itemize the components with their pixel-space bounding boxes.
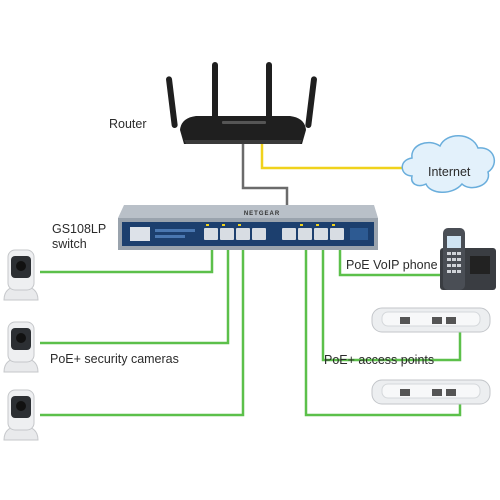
switch-label-type: switch <box>52 237 87 251</box>
cameras-label: PoE+ security cameras <box>50 352 179 366</box>
access-point-1 <box>371 307 491 333</box>
security-camera-3 <box>3 389 39 441</box>
router-label: Router <box>109 117 147 131</box>
switch-ports <box>204 228 344 240</box>
router <box>166 62 317 144</box>
switch-status-block <box>130 227 150 241</box>
ap-2-cable <box>304 232 462 417</box>
access-point-2 <box>371 379 491 405</box>
internet-label: Internet <box>428 165 471 179</box>
switch-brand: NETGEAR <box>244 211 280 217</box>
router-body <box>180 116 306 144</box>
internet-cable <box>260 140 410 170</box>
ap-1-cable <box>321 232 462 362</box>
access-points-label: PoE+ access points <box>324 353 435 367</box>
switch: NETGEAR <box>118 205 378 250</box>
router-antenna-3 <box>266 62 272 128</box>
router-antenna-1 <box>166 76 178 129</box>
switch-top <box>118 205 378 218</box>
voip-phone <box>440 228 496 290</box>
router-led-strip <box>222 121 266 124</box>
internet-cloud <box>401 135 496 193</box>
router-antenna-2 <box>212 62 218 128</box>
camera-3-cable <box>40 232 245 417</box>
switch-port-leds <box>206 224 335 226</box>
router-antenna-4 <box>305 76 317 129</box>
voip-label: PoE VoIP phone <box>346 258 438 272</box>
switch-label-model: GS108LP <box>52 222 107 236</box>
camera-2-cable <box>40 232 230 345</box>
security-camera-2 <box>3 321 39 373</box>
security-camera-1 <box>3 249 39 301</box>
